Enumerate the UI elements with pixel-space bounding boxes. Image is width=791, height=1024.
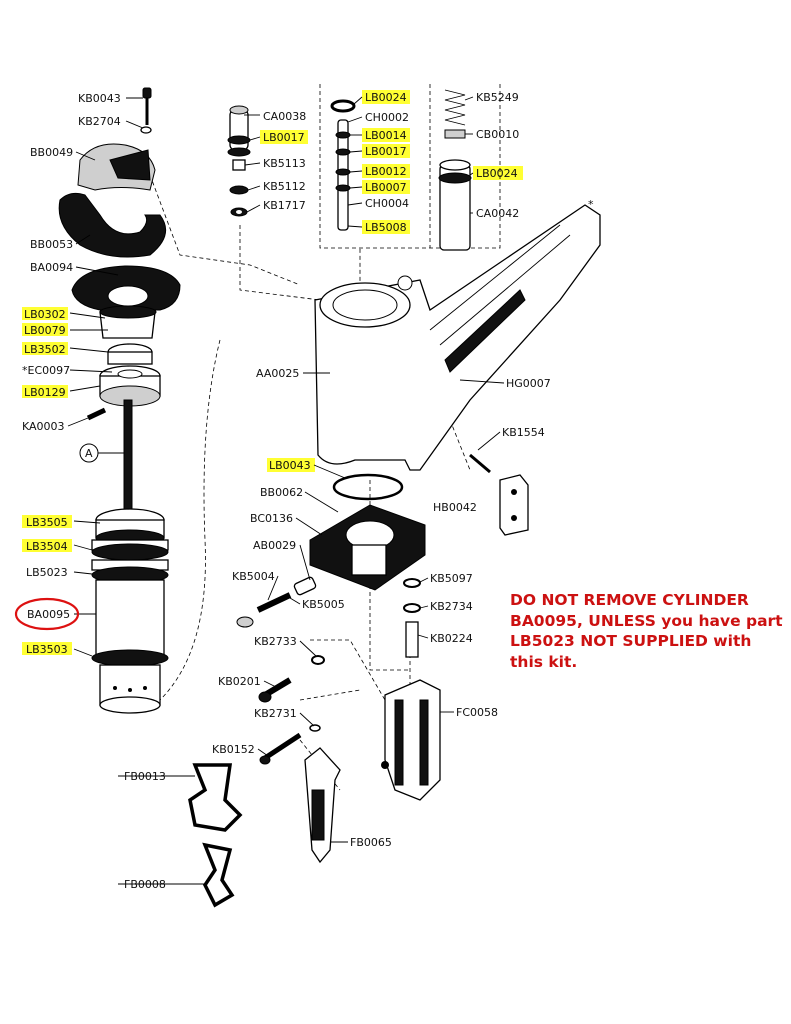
label-lb0024a: LB0024	[365, 91, 407, 104]
part-lb0043-oring	[332, 473, 404, 501]
label-bb0049: BB0049	[30, 146, 73, 159]
label-lb0024b: LB0024	[476, 167, 518, 180]
label-kb1554: KB1554	[502, 426, 545, 439]
label-kb5249: KB5249	[476, 91, 519, 104]
label-kb0043: KB0043	[78, 92, 121, 105]
part-ba0094-head	[71, 265, 181, 339]
callout-a: A	[79, 443, 124, 463]
label-bb0062: BB0062	[260, 486, 303, 499]
warning-note: DO NOT REMOVE CYLINDER BA0095, UNLESS yo…	[510, 591, 783, 671]
label-ch0004: CH0004	[365, 197, 409, 210]
label-lb0079: LB0079	[24, 324, 66, 337]
label-ca0038: CA0038	[263, 110, 306, 123]
label-kb5113: KB5113	[263, 157, 306, 170]
label-lb0014: LB0014	[365, 129, 407, 142]
label-kb0201: KB0201	[218, 675, 261, 688]
label-lb3503: LB3503	[26, 643, 68, 656]
star-marker: *	[588, 198, 594, 211]
label-lb0017b: LB0017	[365, 145, 407, 158]
label-kb5004: KB5004	[232, 570, 275, 583]
label-kb0152: KB0152	[212, 743, 255, 756]
part-fc0058-guide	[381, 679, 441, 801]
label-lb3505: LB3505	[26, 516, 68, 529]
part-ba0095-cylinder	[91, 508, 169, 714]
ba0095-red-circle	[14, 597, 80, 631]
label-fb0065: FB0065	[350, 836, 392, 849]
label-kb2734: KB2734	[430, 600, 473, 613]
label-kb0224: KB0224	[430, 632, 473, 645]
part-ca0038-valve	[227, 105, 251, 217]
label-lb0129: LB0129	[24, 386, 66, 399]
part-kb0043-screw	[140, 87, 152, 134]
label-kb2704: KB2704	[78, 115, 121, 128]
label-bc0136: BC0136	[250, 512, 293, 525]
label-cb0010: CB0010	[476, 128, 519, 141]
label-ba0095: BA0095	[27, 608, 70, 621]
leader-lines	[67, 96, 505, 885]
label-kb5112: KB5112	[263, 180, 306, 193]
label-hg0007: HG0007	[506, 377, 551, 390]
callout-a-text: A	[85, 447, 93, 460]
label-lb5023: LB5023	[26, 566, 68, 579]
part-bc0136-block	[309, 504, 426, 591]
part-fb0008-spring	[202, 842, 235, 908]
label-ca0042: CA0042	[476, 207, 519, 220]
part-bb0049-plate	[77, 143, 156, 191]
label-lb0007: LB0007	[365, 181, 407, 194]
label-lb3502: LB3502	[24, 343, 66, 356]
label-hb0042: HB0042	[433, 501, 477, 514]
label-lb0012: LB0012	[365, 165, 407, 178]
label-kb5005: KB5005	[302, 598, 345, 611]
part-lb3502-valve	[107, 343, 153, 365]
label-ch0002: CH0002	[365, 111, 409, 124]
label-fb0013: FB0013	[124, 770, 166, 783]
label-ka0003: KA0003	[22, 420, 65, 433]
part-aa0025-body: *	[314, 198, 601, 471]
label-kb5097: KB5097	[430, 572, 473, 585]
label-highlights	[22, 90, 523, 655]
part-kb5004-screw	[236, 576, 317, 628]
part-kb5097-washers	[403, 578, 421, 658]
label-ba0094: BA0094	[30, 261, 73, 274]
label-lb0017a: LB0017	[263, 131, 305, 144]
part-fb0013-spring	[188, 763, 243, 832]
label-lb5008: LB5008	[365, 221, 407, 234]
label-kb2733: KB2733	[254, 635, 297, 648]
label-aa0025: AA0025	[256, 367, 299, 380]
label-kb2731: KB2731	[254, 707, 297, 720]
part-ch0002-stem	[330, 99, 356, 231]
part-bb0053-gasket	[58, 192, 167, 258]
part-ka0003-pin	[86, 407, 107, 421]
label-fb0008: FB0008	[124, 878, 166, 891]
label-bb0053: BB0053	[30, 238, 73, 251]
label-ab0029: AB0029	[253, 539, 296, 552]
label-ec0097: *EC0097	[22, 364, 70, 377]
label-kb1717: KB1717	[263, 199, 306, 212]
label-fc0058: FC0058	[456, 706, 498, 719]
label-lb3504: LB3504	[26, 540, 68, 553]
part-hb0042-bracket	[469, 453, 529, 536]
part-kb5249-spring	[438, 89, 472, 251]
part-labels: KB0043 KB2704 BB0049 BB0053 BA0094 LB030…	[14, 91, 551, 891]
part-fb0065-latch	[304, 747, 341, 864]
label-lb0043: LB0043	[269, 459, 311, 472]
label-lb0302: LB0302	[24, 308, 66, 321]
